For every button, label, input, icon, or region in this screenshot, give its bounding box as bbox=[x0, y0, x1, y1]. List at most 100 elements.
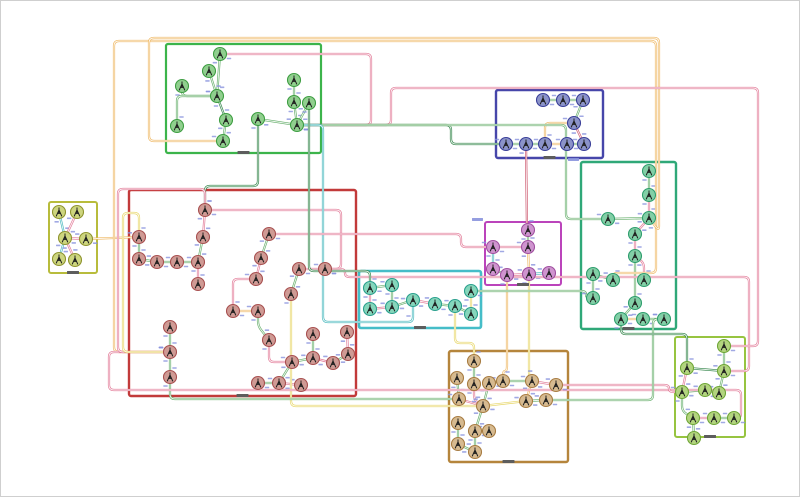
antenna-icon bbox=[71, 255, 79, 265]
port-label-mark bbox=[63, 250, 68, 253]
port-label-mark bbox=[581, 133, 587, 135]
port-label-mark bbox=[318, 363, 323, 366]
port-label-mark bbox=[516, 241, 522, 244]
edge-dgreen-113[interactable] bbox=[295, 123, 508, 146]
edge-core-120 bbox=[545, 318, 665, 401]
port-label-mark bbox=[670, 386, 676, 389]
antenna-icon bbox=[690, 433, 698, 443]
port-label-mark bbox=[211, 135, 217, 138]
port-label-mark bbox=[614, 327, 619, 329]
port-label-mark bbox=[726, 361, 731, 363]
group-label-mark-yellowgreen bbox=[704, 435, 716, 438]
port-label-mark bbox=[451, 386, 456, 389]
port-label-mark bbox=[260, 270, 265, 273]
port-label-mark bbox=[467, 392, 472, 394]
antenna-icon bbox=[275, 378, 283, 388]
port-label-mark bbox=[479, 422, 485, 425]
port-label-mark bbox=[462, 305, 468, 307]
group-tag-mark-seagreen bbox=[568, 158, 579, 161]
antenna-icon bbox=[265, 229, 273, 239]
port-label-mark bbox=[651, 208, 656, 210]
antenna-icon bbox=[290, 97, 298, 107]
antenna-icon bbox=[639, 314, 647, 324]
port-label-mark bbox=[146, 255, 152, 257]
antenna-icon bbox=[660, 314, 668, 324]
port-label-mark bbox=[144, 264, 150, 266]
antenna-icon bbox=[528, 376, 536, 386]
port-label-mark bbox=[723, 384, 728, 387]
port-label-mark bbox=[264, 124, 269, 126]
antenna-icon bbox=[153, 257, 161, 267]
port-label-mark bbox=[603, 272, 608, 274]
edge-dgreen-116[interactable] bbox=[203, 117, 260, 212]
port-label-mark bbox=[448, 314, 453, 316]
antenna-icon bbox=[388, 280, 396, 290]
port-label-mark bbox=[628, 314, 633, 316]
edge-pink-122[interactable] bbox=[267, 232, 495, 249]
port-label-mark bbox=[399, 307, 405, 310]
antenna-icon bbox=[479, 401, 487, 411]
group-label-mark-red bbox=[236, 394, 249, 397]
antenna-icon bbox=[229, 306, 237, 316]
port-label-mark bbox=[551, 147, 557, 150]
port-label-mark bbox=[615, 270, 620, 272]
antenna-icon bbox=[645, 213, 653, 223]
port-label-mark bbox=[251, 319, 256, 321]
edge-core-25 bbox=[85, 236, 140, 240]
edge-core-50 bbox=[232, 278, 257, 312]
antenna-icon bbox=[453, 373, 461, 383]
port-label-mark bbox=[265, 250, 271, 252]
port-label-mark bbox=[637, 293, 642, 295]
port-label-mark bbox=[651, 185, 656, 187]
port-label-mark bbox=[571, 132, 577, 134]
port-label-mark bbox=[335, 353, 341, 356]
edge-green-114[interactable] bbox=[295, 123, 610, 221]
antenna-icon bbox=[254, 306, 262, 316]
edge-core-37 bbox=[257, 310, 270, 341]
port-label-mark bbox=[56, 244, 61, 247]
edge-dgreen-124[interactable] bbox=[307, 101, 372, 290]
port-label-mark bbox=[720, 421, 726, 424]
port-label-mark bbox=[239, 314, 245, 317]
antenna-icon bbox=[631, 251, 639, 261]
port-label-mark bbox=[212, 61, 218, 64]
port-label-mark bbox=[702, 412, 708, 415]
antenna-icon bbox=[409, 295, 417, 305]
port-label-mark bbox=[517, 269, 523, 271]
port-label-mark bbox=[226, 57, 232, 60]
port-label-mark bbox=[163, 385, 168, 387]
edge-green-123[interactable] bbox=[469, 289, 595, 300]
group-label-mark-teal bbox=[414, 326, 426, 329]
edge-core-40 bbox=[268, 339, 293, 363]
port-label-mark bbox=[183, 265, 189, 268]
edge-core-112 bbox=[296, 87, 759, 347]
port-label-mark bbox=[628, 242, 633, 244]
edge-green-120[interactable] bbox=[544, 317, 666, 402]
port-label-mark bbox=[323, 355, 328, 358]
edge-green-3[interactable] bbox=[175, 94, 219, 128]
antenna-icon bbox=[329, 358, 337, 368]
antenna-icon bbox=[194, 257, 202, 267]
port-label-mark bbox=[475, 396, 481, 399]
port-label-mark bbox=[380, 280, 385, 283]
antenna-icon bbox=[539, 95, 547, 105]
port-label-mark bbox=[642, 203, 647, 205]
antenna-icon bbox=[470, 356, 478, 366]
port-label-mark bbox=[499, 250, 505, 253]
antenna-icon bbox=[545, 268, 553, 278]
antenna-icon bbox=[343, 327, 351, 337]
port-label-mark bbox=[562, 117, 568, 120]
antenna-icon bbox=[522, 396, 530, 406]
port-label-mark bbox=[54, 220, 59, 223]
port-label-mark bbox=[218, 127, 223, 130]
antenna-icon bbox=[254, 378, 262, 388]
port-label-mark bbox=[377, 290, 382, 293]
group-tag-mark-magenta bbox=[472, 218, 483, 221]
port-label-mark bbox=[468, 439, 473, 441]
port-label-mark bbox=[302, 111, 307, 113]
port-label-mark bbox=[252, 264, 257, 267]
port-label-mark bbox=[514, 138, 520, 141]
port-label-mark bbox=[685, 408, 691, 411]
port-label-mark bbox=[486, 255, 491, 257]
